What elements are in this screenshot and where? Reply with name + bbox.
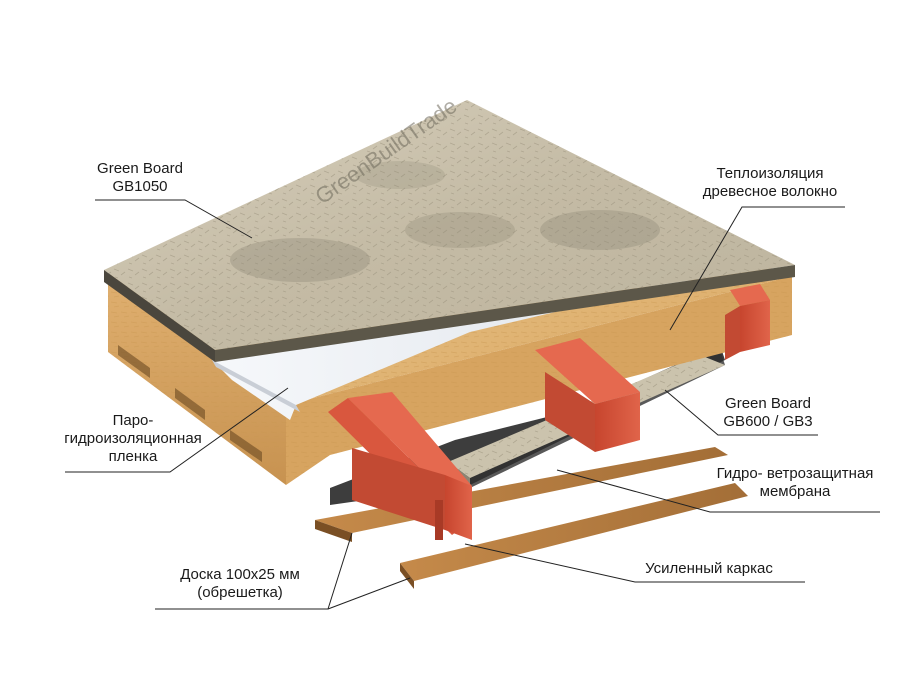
label-insulation: Теплоизоляция древесное волокно (690, 165, 850, 201)
label-membrane: Гидро- ветрозащитная мембрана (700, 465, 890, 501)
label-batten: Доска 100х25 мм (обрешетка) (160, 566, 320, 602)
label-membrane-line1: Гидро- ветрозащитная (716, 465, 874, 482)
leader-insulation (669, 206, 845, 331)
label-vapor-film-line2: гидроизоляционная (64, 430, 202, 447)
label-vapor-film-line3: пленка (108, 448, 158, 465)
label-batten-line1: Доска 100х25 мм (180, 566, 300, 583)
leader-vapor-film (65, 387, 289, 473)
label-bottom-board: Green Board GB600 / GB3 (712, 395, 824, 431)
label-top-board-line2: GB1050 (112, 178, 168, 195)
vapor-film-layer (212, 278, 700, 420)
label-bottom-board-line1: Green Board (725, 395, 811, 412)
reinforced-frame-beams (328, 284, 770, 540)
top-board-layer (104, 100, 795, 362)
label-batten-line2: (обрешетка) (197, 584, 283, 601)
leader-lines (65, 199, 880, 610)
leader-batten-2 (327, 577, 411, 610)
label-insulation-line1: Теплоизоляция (716, 165, 824, 182)
label-frame-line1: Усиленный каркас (645, 560, 773, 577)
label-bottom-board-line2: GB600 / GB3 (723, 413, 813, 430)
label-vapor-film: Паро- гидроизоляционная пленка (58, 412, 208, 466)
label-membrane-line2: мембрана (759, 483, 831, 500)
label-vapor-film-line1: Паро- (112, 412, 154, 429)
leader-bottom-board (664, 389, 818, 436)
leader-membrane (556, 469, 880, 513)
leader-frame (464, 543, 805, 583)
label-top-board: Green Board GB1050 (88, 160, 192, 196)
label-insulation-line2: древесное волокно (702, 183, 838, 200)
label-top-board-line1: Green Board (97, 160, 183, 177)
leader-top-board (95, 199, 253, 239)
label-frame: Усиленный каркас (634, 560, 784, 578)
